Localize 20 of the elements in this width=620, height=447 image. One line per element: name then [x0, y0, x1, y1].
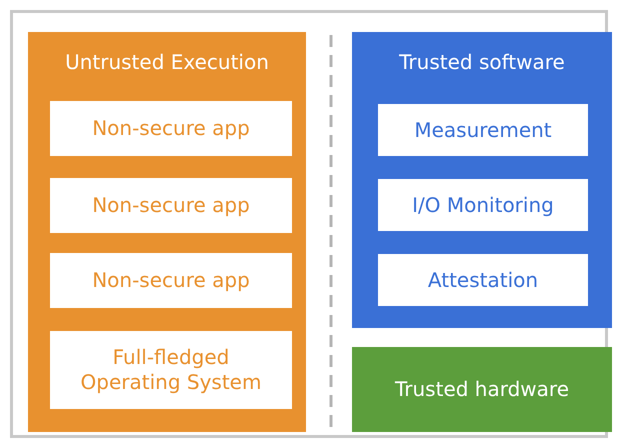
component-box [50, 331, 292, 409]
box-label: Full-fledged Operating System [80, 345, 262, 395]
component-box [50, 101, 292, 156]
box-label: Non-secure app [92, 193, 250, 218]
component-box [378, 104, 588, 156]
box-label: I/O Monitoring [412, 192, 554, 218]
group-panel [28, 32, 306, 432]
box-label: Attestation [428, 268, 538, 292]
box-label: Measurement [414, 118, 552, 142]
box-label: Non-secure app [92, 268, 250, 293]
group-panel [352, 32, 612, 328]
layer-box [352, 347, 612, 432]
component-box [378, 254, 588, 306]
panel-title: Untrusted Execution [65, 50, 269, 75]
component-box [50, 253, 292, 308]
box-label: Non-secure app [92, 116, 250, 141]
component-box [378, 179, 588, 231]
panel-title: Trusted software [399, 50, 565, 75]
component-box [50, 178, 292, 233]
box-label: Trusted hardware [395, 377, 569, 402]
